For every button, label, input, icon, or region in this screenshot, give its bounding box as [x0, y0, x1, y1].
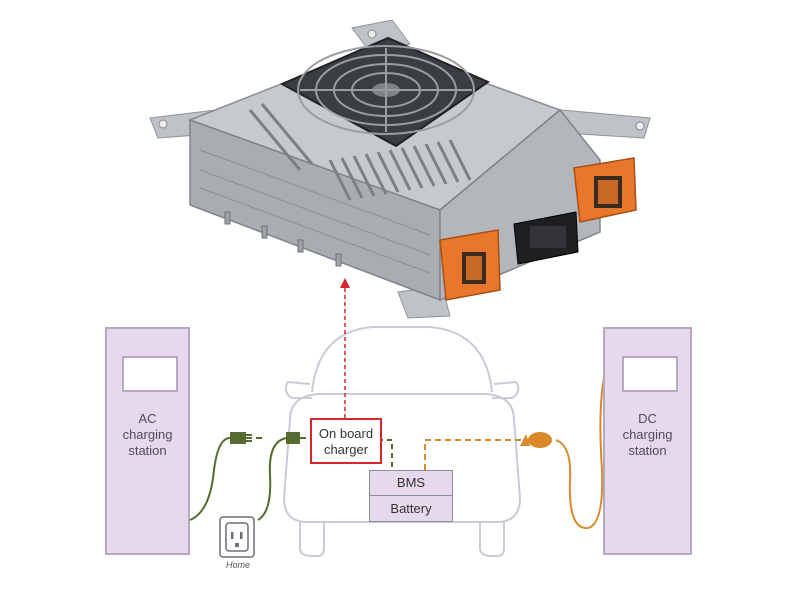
- car-outline: [282, 326, 522, 557]
- dc-charging-station: DC charging station: [603, 327, 692, 555]
- charger-unit-photo: [149, 19, 651, 319]
- on-board-charger-box: On board charger: [310, 418, 382, 464]
- ac-charging-station: AC charging station: [105, 327, 190, 555]
- dc-station-label: DC charging station: [622, 411, 673, 458]
- ac-cable: [189, 437, 314, 521]
- dc-cable: [424, 377, 605, 530]
- obc-pointer-arrow: [340, 278, 350, 418]
- ac-plug-icon: [230, 432, 300, 444]
- home-socket-icon: [219, 516, 255, 558]
- dc-station-screen: [622, 356, 678, 392]
- dc-plug-icon: [520, 432, 552, 448]
- bms-battery-block: BMS Battery: [369, 470, 453, 522]
- home-label: Home: [226, 560, 251, 570]
- ac-station-screen: [122, 356, 178, 392]
- battery-label: Battery: [390, 501, 432, 516]
- ac-station-label: AC charging station: [122, 411, 173, 458]
- bms-label: BMS: [396, 475, 426, 490]
- bms-divider: [370, 495, 452, 496]
- fan-icon: [279, 36, 491, 148]
